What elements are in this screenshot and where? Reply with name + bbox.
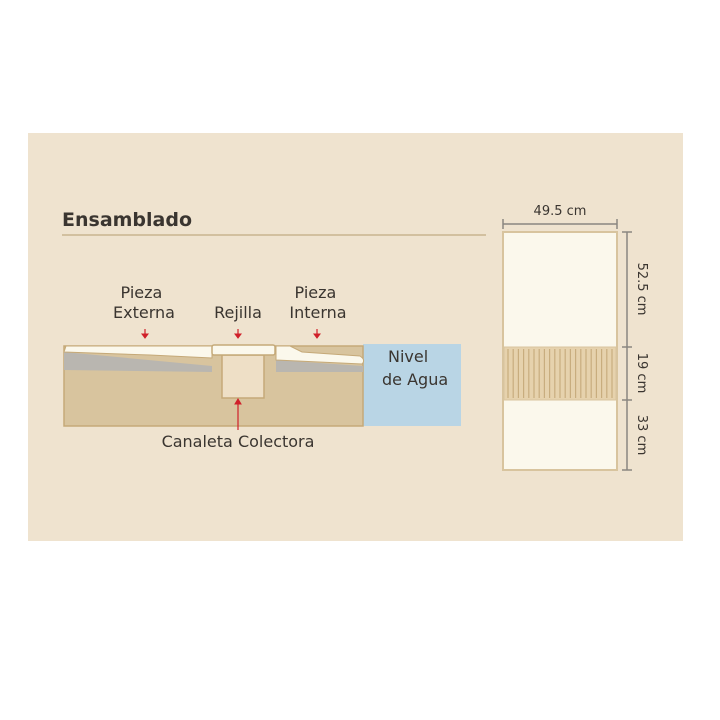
dim-top: 52.5 cm	[634, 263, 649, 316]
gray-layer-left	[64, 352, 212, 372]
pieza-interna-shape	[275, 345, 365, 365]
dim-middle: 19 cm	[634, 353, 649, 394]
top-view	[502, 231, 618, 471]
grate-stripes	[507, 349, 613, 398]
cross-section	[63, 344, 461, 427]
label-rejilla: Rejilla	[214, 303, 262, 322]
dim-bottom: 33 cm	[634, 415, 649, 456]
rejilla-shape	[211, 344, 276, 356]
label-nivel-agua: Nivel de Agua	[382, 347, 448, 389]
label-pieza-interna: Pieza Interna	[289, 283, 346, 322]
dimension-lines	[502, 219, 632, 471]
pieza-externa-shape	[63, 345, 213, 359]
dim-width: 49.5 cm	[534, 204, 587, 219]
label-pieza-externa: Pieza Externa	[113, 283, 175, 322]
arrows	[141, 329, 321, 430]
canaleta-shape	[221, 354, 265, 399]
water	[363, 344, 461, 426]
gray-layer-right	[276, 360, 363, 372]
label-canaleta: Canaleta Colectora	[162, 432, 315, 451]
title: Ensamblado	[62, 209, 192, 231]
